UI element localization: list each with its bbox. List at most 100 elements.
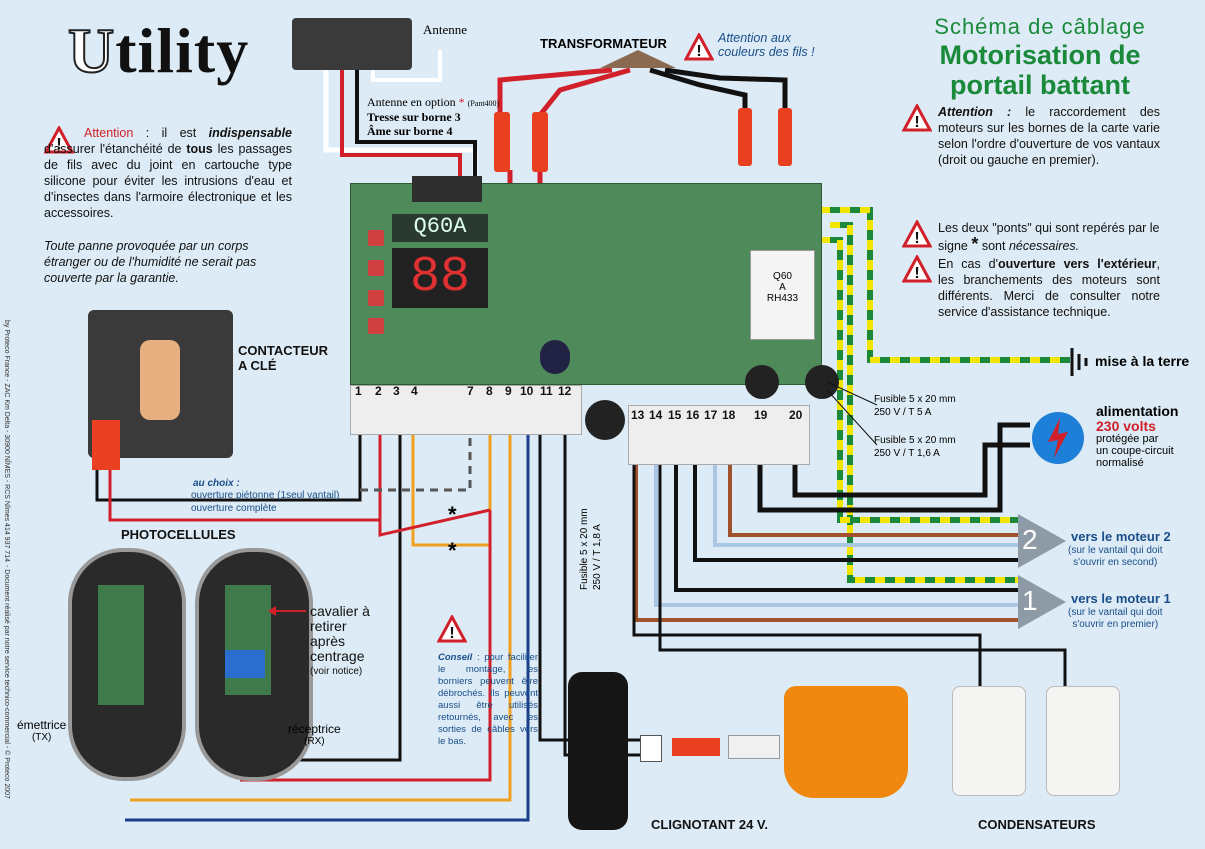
antenna-ame: Âme sur borne 4 [367, 124, 453, 138]
au-choix-option-pedestrian: ouverture piétonne (1seul vantail) [191, 490, 340, 501]
flasher-base [568, 672, 628, 830]
receiver-relay [225, 650, 265, 678]
photocells-label: PHOTOCELLULES [121, 527, 236, 542]
transmitter-board [98, 585, 144, 705]
conseil-warning-icon: ! [437, 615, 467, 643]
power-title: alimentation [1096, 403, 1179, 419]
terminal-number: 1 [355, 384, 362, 398]
bulb [728, 735, 780, 759]
earth-label: mise à la terre [1095, 353, 1190, 369]
terminal-number: 17 [704, 408, 718, 422]
terminal-number: 10 [520, 384, 534, 398]
title-block: Schéma de câblage Motorisation de portai… [915, 14, 1165, 100]
transformer-shape [600, 50, 676, 68]
svg-text:!: ! [914, 114, 919, 131]
warning-motors-order: Attention : le raccordement des moteurs … [938, 105, 1160, 167]
title-line3: portail battant [950, 70, 1130, 100]
cavalier-arrow [268, 606, 306, 616]
warning-sealing: Attention : il est indispensable d'assur… [44, 126, 292, 220]
capacitor-motor [1046, 686, 1120, 796]
terminal-number: 12 [558, 384, 572, 398]
terminal-number: 18 [722, 408, 736, 422]
warning-icon: ! [902, 220, 932, 248]
terminal-number: 9 [505, 384, 512, 398]
warning-icon: ! [44, 126, 74, 154]
svg-text:!: ! [449, 625, 454, 642]
terminal-number: 13 [631, 408, 645, 422]
transformer-warning-icon: ! [684, 33, 714, 61]
seven-segment-display: 88 [392, 248, 488, 308]
board-button[interactable] [368, 318, 384, 334]
antenna-option: Antenne en option * (Pant400) [367, 95, 500, 109]
board-model: Q60A [392, 214, 488, 242]
au-choix-option-full: ouverture complète [191, 503, 277, 514]
transformer-note: Attention aux couleurs des fils ! [718, 31, 815, 59]
title-line2: Motorisation de [939, 40, 1141, 70]
board-button[interactable] [368, 260, 384, 276]
terminal-number: 8 [486, 384, 493, 398]
plug [532, 112, 548, 172]
terminal-number: 2 [375, 384, 382, 398]
flasher-lens [784, 686, 908, 798]
svg-text:!: ! [914, 265, 919, 282]
cavalier-label: cavalier à retirer après centrage(voir n… [310, 603, 370, 678]
key-cylinder [140, 340, 180, 420]
plug [672, 738, 720, 756]
logo: Utility [67, 14, 250, 87]
fuse-holder [745, 365, 779, 399]
motor1-arrow [1018, 575, 1066, 629]
terminal-number: 3 [393, 384, 400, 398]
plug [92, 420, 106, 470]
transformer-label: TRANSFORMATEUR [540, 36, 667, 51]
warning-outward-opening: En cas d'ouverture vers l'extérieur, les… [938, 257, 1160, 319]
svg-text:!: ! [56, 136, 61, 153]
fuse-holder [585, 400, 625, 440]
antenna-tresse: Tresse sur borne 3 [367, 110, 461, 124]
warning-icon: ! [902, 104, 932, 132]
title-line1: Schéma de câblage [934, 14, 1146, 39]
terminal-number: 19 [754, 408, 768, 422]
terminal-number: 15 [668, 408, 682, 422]
antenna-connector [292, 18, 412, 70]
motor2-title: vers le moteur 2 [1071, 529, 1171, 544]
receiver-board [225, 585, 271, 695]
warning-bridges: Les deux "ponts" qui sont repérés par le… [938, 221, 1160, 254]
side-credit-right: - Document réalisé par notre service tec… [3, 565, 10, 799]
emettrice-label: émettrice(TX) [17, 718, 67, 743]
au-choix-title: au choix : [193, 478, 240, 489]
terminal-number: 4 [411, 384, 418, 398]
motor1-number: 1 [1022, 585, 1038, 616]
fuse-holder [805, 365, 839, 399]
conseil-text: Conseil : pour faciliter le montage, les… [438, 652, 538, 747]
svg-text:!: ! [696, 43, 701, 60]
terminal-block-left [350, 385, 582, 435]
terminal-number: 11 [540, 384, 553, 398]
earth-symbol-icon [1070, 348, 1088, 376]
capacitor [540, 340, 570, 374]
capacitors-label: CONDENSATEURS [978, 817, 1096, 832]
warranty-note: Toute panne provoquée par un corps étran… [44, 239, 257, 285]
power-volts: 230 volts [1096, 418, 1156, 434]
antenna-label: Antenne [423, 22, 468, 37]
antenna-terminal-block [412, 176, 482, 202]
warning-icon: ! [902, 255, 932, 283]
svg-text:!: ! [914, 230, 919, 247]
terminal-block-right [628, 405, 810, 465]
plug [738, 108, 752, 166]
board-button[interactable] [368, 230, 384, 246]
receptrice-label: réceptrice(RX) [288, 722, 341, 747]
plug [494, 112, 510, 172]
connector [640, 735, 662, 762]
board-button[interactable] [368, 290, 384, 306]
terminal-number: 7 [467, 384, 474, 398]
fuse-pointer-lines [826, 381, 878, 446]
